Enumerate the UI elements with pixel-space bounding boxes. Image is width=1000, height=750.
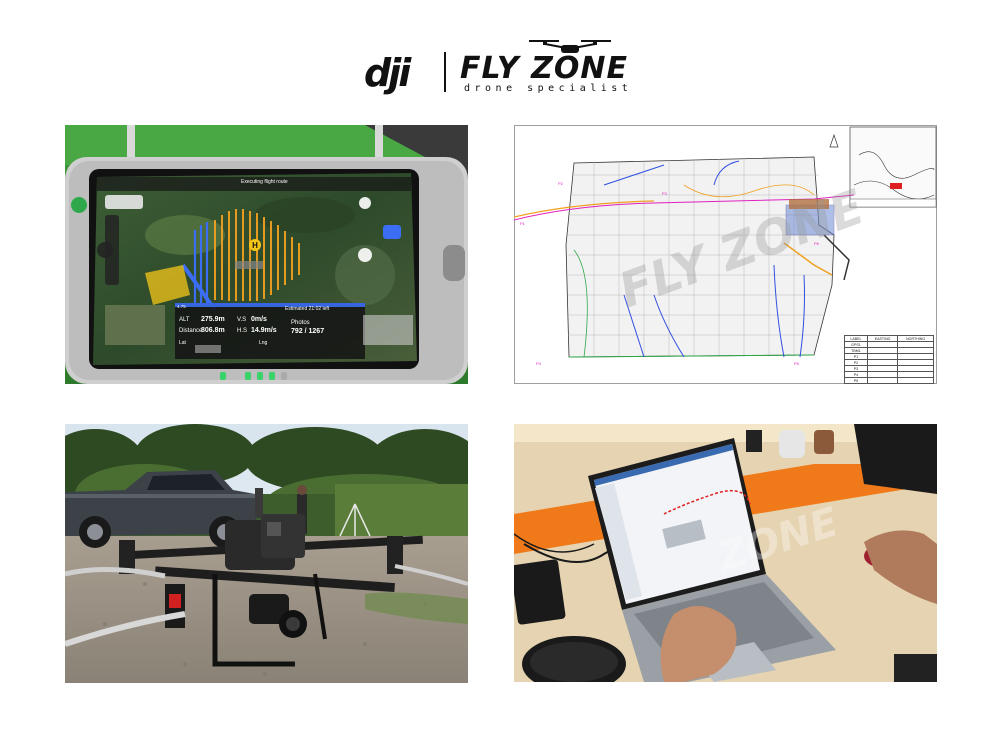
survey-plan-drawing: P1 P2 P3 P4 P5 P6 FLY ZONE LABEL EASTING…	[514, 125, 937, 384]
company-tagline: drone specialist	[464, 83, 633, 94]
svg-text:P4: P4	[536, 361, 542, 366]
vs-value: 0m/s	[251, 316, 267, 323]
svg-text:P6: P6	[814, 241, 820, 246]
plan-drawing-illustration: P1 P2 P3 P4 P5 P6 FLY ZONE	[514, 125, 937, 384]
hs-label: H.S	[237, 328, 248, 334]
svg-text:P1: P1	[520, 221, 526, 226]
brand-logo: dji FLY ZONE drone specialist	[360, 38, 640, 98]
lat-label: Lat	[179, 340, 186, 346]
laptop-photo-illustration: ZONE	[514, 424, 937, 682]
distance-value: 806.8m	[201, 327, 225, 334]
drone-field-photo	[65, 424, 468, 683]
svg-text:P3: P3	[662, 191, 668, 196]
table-row: P6	[844, 383, 934, 384]
tablet-flight-planning-photo: H Executing flight route Estimated 21:02…	[65, 125, 468, 384]
logo-divider	[444, 52, 446, 92]
distance-label: Distance	[179, 328, 203, 334]
dji-logo: dji	[364, 51, 411, 95]
flight-status-title: Executing flight route	[241, 179, 288, 185]
photos-value: 792 / 1267	[291, 328, 325, 335]
hs-value: 14.9m/s	[251, 327, 277, 334]
vs-label: V.S	[237, 317, 247, 323]
drone-icon	[529, 40, 611, 53]
coordinate-table: LABEL EASTING NORTHING GPS1 TBM1 P1 P2 P…	[844, 335, 934, 384]
estimated-time: Estimated 21:02 left	[285, 306, 330, 312]
tablet-photo-illustration: H	[65, 125, 468, 384]
alt-label: ALT	[179, 317, 190, 323]
pickup-truck	[65, 470, 257, 548]
drone-matrice	[65, 514, 468, 667]
company-name: FLY ZONE	[460, 51, 628, 86]
svg-text:P5: P5	[794, 361, 800, 366]
speed-label: 4.75	[177, 304, 186, 309]
drone-photo-illustration	[65, 424, 468, 683]
alt-value: 275.9m	[201, 316, 225, 323]
laptop-processing-photo: ZONE	[514, 424, 937, 682]
svg-text:H: H	[252, 241, 258, 250]
svg-text:P2: P2	[558, 181, 564, 186]
photos-label: Photos	[291, 320, 310, 326]
lng-label: Lng	[259, 340, 268, 346]
